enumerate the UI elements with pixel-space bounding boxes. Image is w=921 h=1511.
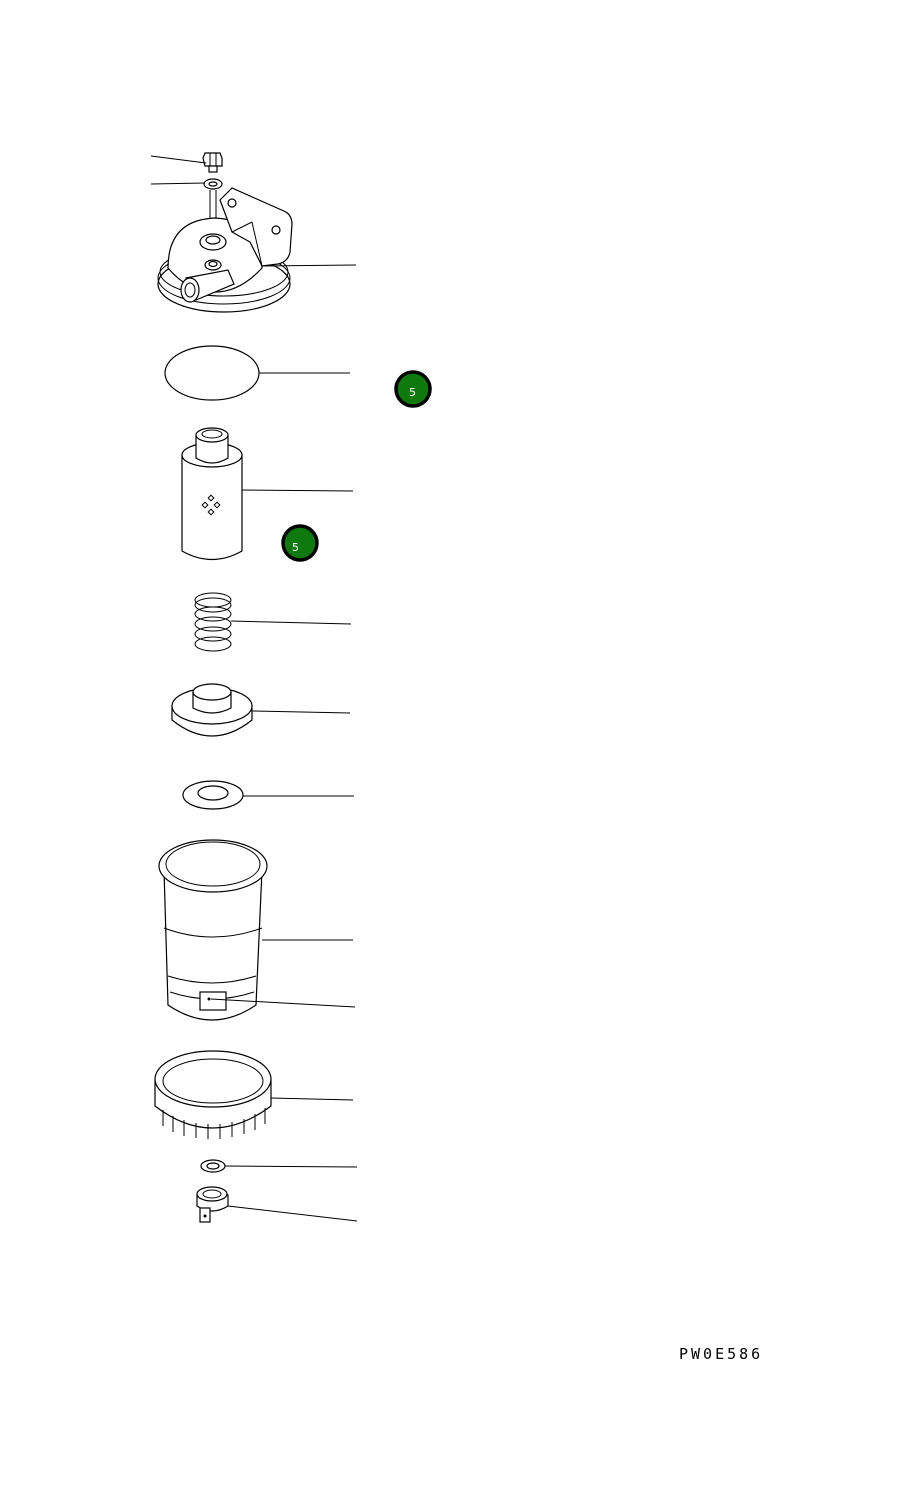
badge-label: 5 (292, 541, 299, 554)
leader-line-spring (230, 620, 352, 625)
quantity-badge[interactable]: 5 (281, 524, 319, 562)
leader-line-filter-head (261, 264, 357, 267)
badge-circle (281, 524, 319, 562)
leader-line-washer (150, 182, 206, 185)
drawing-code: PW0E586 (679, 1345, 764, 1363)
drain-washer-part (200, 1159, 226, 1173)
drain-cock-part (196, 1186, 229, 1223)
leader-line-bolt (150, 155, 207, 164)
spring-part (194, 592, 232, 652)
badge-label: 5 (409, 386, 416, 399)
o-ring-part (164, 345, 260, 401)
leader-line-drain-mark (210, 998, 356, 1008)
filter-head-part (157, 187, 293, 313)
retaining-ring-part (154, 1050, 272, 1139)
filter-bowl-part (158, 839, 268, 1021)
filter-element-part (181, 427, 243, 560)
badge-circle (394, 370, 432, 408)
bolt-part (202, 152, 223, 173)
quantity-badge[interactable]: 5 (394, 370, 432, 408)
washer-part (203, 178, 223, 190)
leader-line-spring-seat (251, 710, 351, 714)
leader-line-drain-cock (227, 1205, 358, 1222)
gasket-part (182, 780, 244, 810)
spring-seat-part (171, 683, 253, 737)
leader-line-retaining-ring (270, 1097, 354, 1101)
leader-line-filter-element (241, 489, 354, 492)
leader-line-drain-washer (224, 1165, 358, 1168)
